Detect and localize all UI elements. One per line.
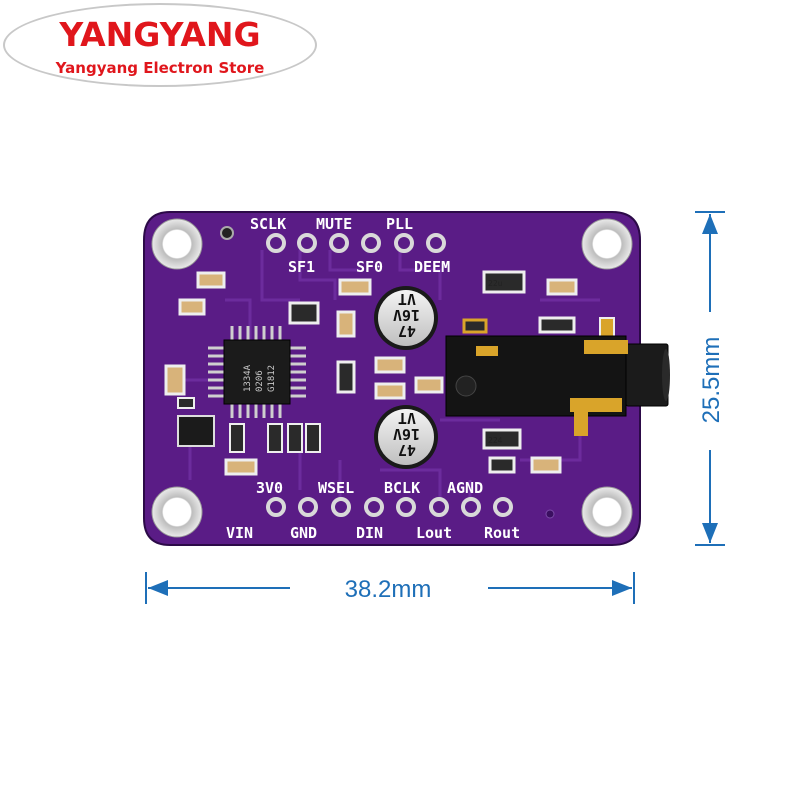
dac-chip: 1334A 0206 G1812: [208, 326, 306, 418]
pin-label-sf0: SF0: [356, 258, 383, 276]
cap-top-line1: 47: [398, 322, 416, 340]
pin-label-agnd: AGND: [447, 479, 483, 497]
pin-label-din: DIN: [356, 524, 383, 542]
cap-top-line3: VT: [398, 290, 416, 308]
height-label: 25.5mm: [698, 337, 725, 424]
smd-mark-224: 224: [488, 436, 503, 445]
smd-components: 22u 224: [164, 270, 615, 476]
pin-label-bclk: BCLK: [384, 479, 420, 497]
chip-marking-line3: G1812: [267, 365, 277, 392]
pin-label-vin: VIN: [226, 524, 253, 542]
pin-label-rout: Rout: [484, 524, 520, 542]
capacitor-top: 47 16V VT: [374, 286, 438, 350]
audio-jack: [445, 335, 670, 436]
pin-label-gnd: GND: [290, 524, 317, 542]
bottom-pin-header: [266, 497, 513, 517]
store-logo: YANGYANG Yangyang Electron Store: [3, 3, 317, 87]
cap-bottom-line2: 16V: [393, 425, 420, 443]
pin-label-pll: PLL: [386, 215, 413, 233]
store-logo-title: YANGYANG: [59, 15, 261, 54]
cap-top-line2: 16V: [393, 306, 420, 324]
pin-label-sf1: SF1: [288, 258, 315, 276]
pin-label-wsel: WSEL: [318, 479, 354, 497]
capacitor-bottom: 47 16V VT: [374, 405, 438, 469]
chip-marking-line2: 0206: [255, 370, 265, 392]
height-dimension: 25.5mm: [695, 211, 725, 546]
top-pin-header: [266, 233, 446, 253]
mounting-holes: [151, 218, 633, 538]
pin-label-3v0: 3V0: [256, 479, 283, 497]
pin-label-deem: DEEM: [414, 258, 450, 276]
cap-bottom-line1: 47: [398, 441, 416, 459]
cap-bottom-line3: VT: [398, 409, 416, 427]
pin-label-lout: Lout: [416, 524, 452, 542]
smd-mark-22u: 22u: [488, 279, 503, 288]
width-dimension: 38.2mm: [145, 572, 635, 604]
store-logo-subtitle: Yangyang Electron Store: [55, 59, 265, 77]
chip-marking-line1: 1334A: [243, 364, 253, 392]
pin-label-mute: MUTE: [316, 215, 352, 233]
pin-label-sclk: SCLK: [250, 215, 286, 233]
width-label: 38.2mm: [345, 576, 432, 603]
